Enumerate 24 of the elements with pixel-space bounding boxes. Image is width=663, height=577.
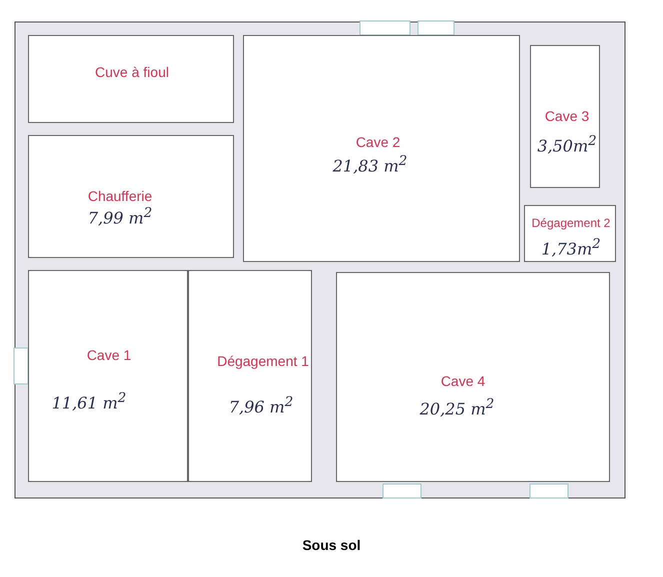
room — [28, 135, 234, 258]
room-name: Cave 2 — [356, 134, 400, 150]
room — [336, 272, 610, 482]
room — [28, 270, 188, 482]
room-name: Dégagement 2 — [532, 216, 610, 230]
caption: Sous sol — [302, 537, 361, 553]
room-name: Chaufferie — [88, 188, 152, 204]
area-value: 7,96 m$^{2}$ — [228, 395, 294, 416]
area-value: 7,99 m$^{2}$ — [88, 206, 152, 228]
room-name: Cuve à fioul — [95, 64, 169, 80]
room-name: Dégagement 1 — [217, 353, 309, 369]
room — [530, 45, 600, 188]
area-value: 20,25 m$^{2}$ — [420, 397, 494, 418]
room — [188, 270, 312, 482]
area-value: 21,83 m$^{2}$ — [332, 154, 408, 176]
room — [524, 205, 616, 262]
area-value: 1,73m$^{2}$ — [541, 237, 601, 258]
room-name: Cave 4 — [440, 373, 486, 389]
room-name: Cave 3 — [544, 108, 590, 124]
room — [28, 35, 234, 123]
room — [243, 35, 520, 262]
area-value: 11,61 m$^{2}$ — [52, 391, 126, 412]
room-name: Cave 1 — [86, 347, 132, 363]
area-value: 3,50m$^{2}$ — [537, 134, 597, 156]
